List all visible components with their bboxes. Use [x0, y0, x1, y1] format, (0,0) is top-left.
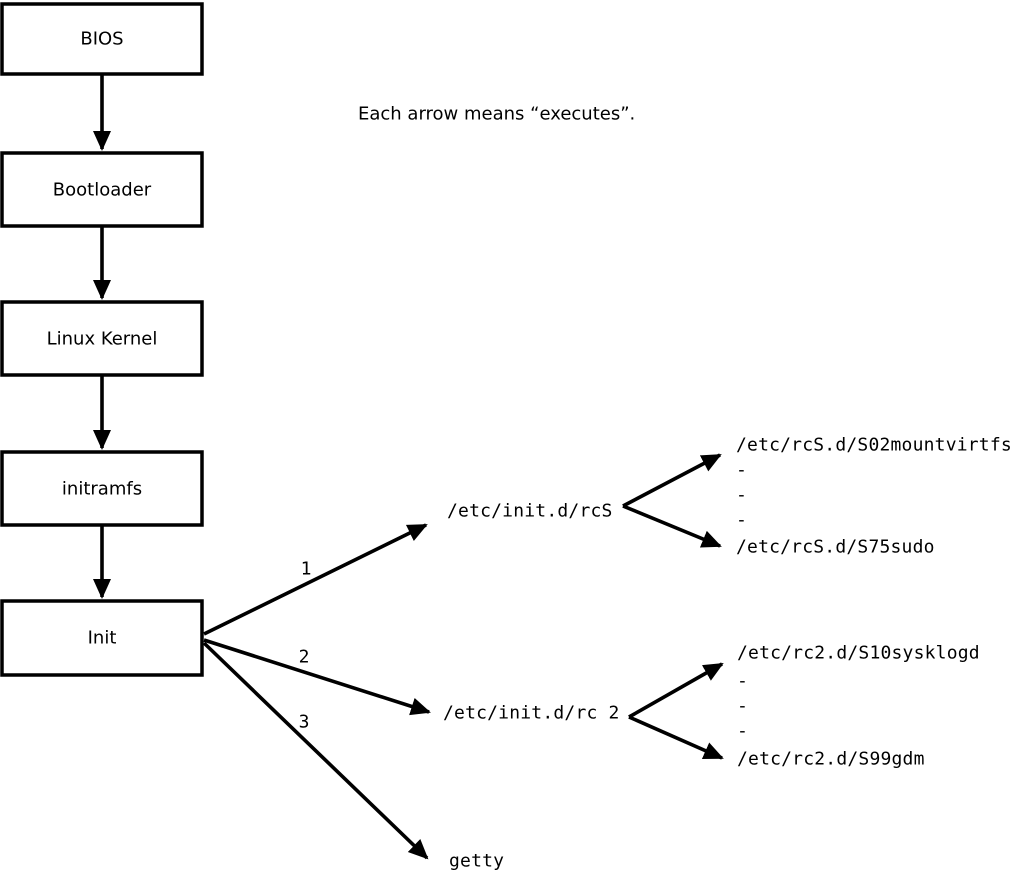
rc2-child-ellipsis-3: - — [737, 721, 748, 742]
box-linux-kernel-rect — [0, 300, 204, 377]
rc2-fork: /etc/rc2.d/S10sysklogd - - - /etc/rc2.d/… — [628, 643, 980, 770]
branch-order-2: 2 — [299, 647, 310, 668]
box-init-rect — [0, 599, 204, 677]
arrow-rc2-to-s10-icon — [628, 662, 724, 719]
rc2-child-ellipsis-1: - — [737, 671, 748, 692]
box-bootloader: Bootloader — [0, 151, 204, 228]
box-bios-label: BIOS — [80, 29, 123, 50]
branch-order-1: 1 — [301, 559, 312, 580]
box-init-label: Init — [88, 628, 117, 649]
box-bios-rect — [0, 2, 204, 76]
target-getty-label: getty — [449, 851, 504, 872]
arrow-rc2-to-s99-icon — [628, 715, 724, 760]
rc2-child-s99gdm: /etc/rc2.d/S99gdm — [737, 749, 925, 770]
box-linux-kernel: Linux Kernel — [0, 300, 204, 377]
box-bootloader-label: Bootloader — [53, 180, 152, 201]
box-bios: BIOS — [0, 2, 204, 76]
box-initramfs: initramfs — [0, 450, 204, 527]
box-init: Init — [0, 599, 204, 677]
box-initramfs-label: initramfs — [62, 479, 142, 500]
target-rc2-label: /etc/init.d/rc 2 — [443, 703, 620, 724]
target-rcs-label: /etc/init.d/rcS — [447, 501, 613, 522]
box-linux-kernel-label: Linux Kernel — [47, 329, 158, 350]
rcs-child-ellipsis-1: - — [736, 460, 747, 481]
rcs-fork: /etc/rcS.d/S02mountvirtfs - - - /etc/rcS… — [622, 435, 1012, 558]
box-bootloader-rect — [0, 151, 204, 228]
diagram-caption: Each arrow means “executes”. — [358, 104, 635, 125]
arrow-rcs-to-s02-icon — [622, 453, 722, 508]
arrow-init-to-rcs-icon — [203, 523, 428, 636]
branch-order-3: 3 — [299, 712, 310, 733]
arrow-init-to-getty-icon — [202, 641, 429, 860]
rcs-child-s02mountvirtfs: /etc/rcS.d/S02mountvirtfs — [736, 435, 1012, 456]
rcs-child-ellipsis-3: - — [736, 510, 747, 531]
rcs-child-ellipsis-2: - — [736, 485, 747, 506]
arrow-init-to-rc2-icon — [203, 638, 431, 716]
rc2-child-ellipsis-2: - — [737, 696, 748, 717]
rcs-child-s75sudo: /etc/rcS.d/S75sudo — [736, 537, 935, 558]
arrow-rcs-to-s75-icon — [622, 504, 722, 548]
rc2-child-s10sysklogd: /etc/rc2.d/S10sysklogd — [737, 643, 980, 664]
